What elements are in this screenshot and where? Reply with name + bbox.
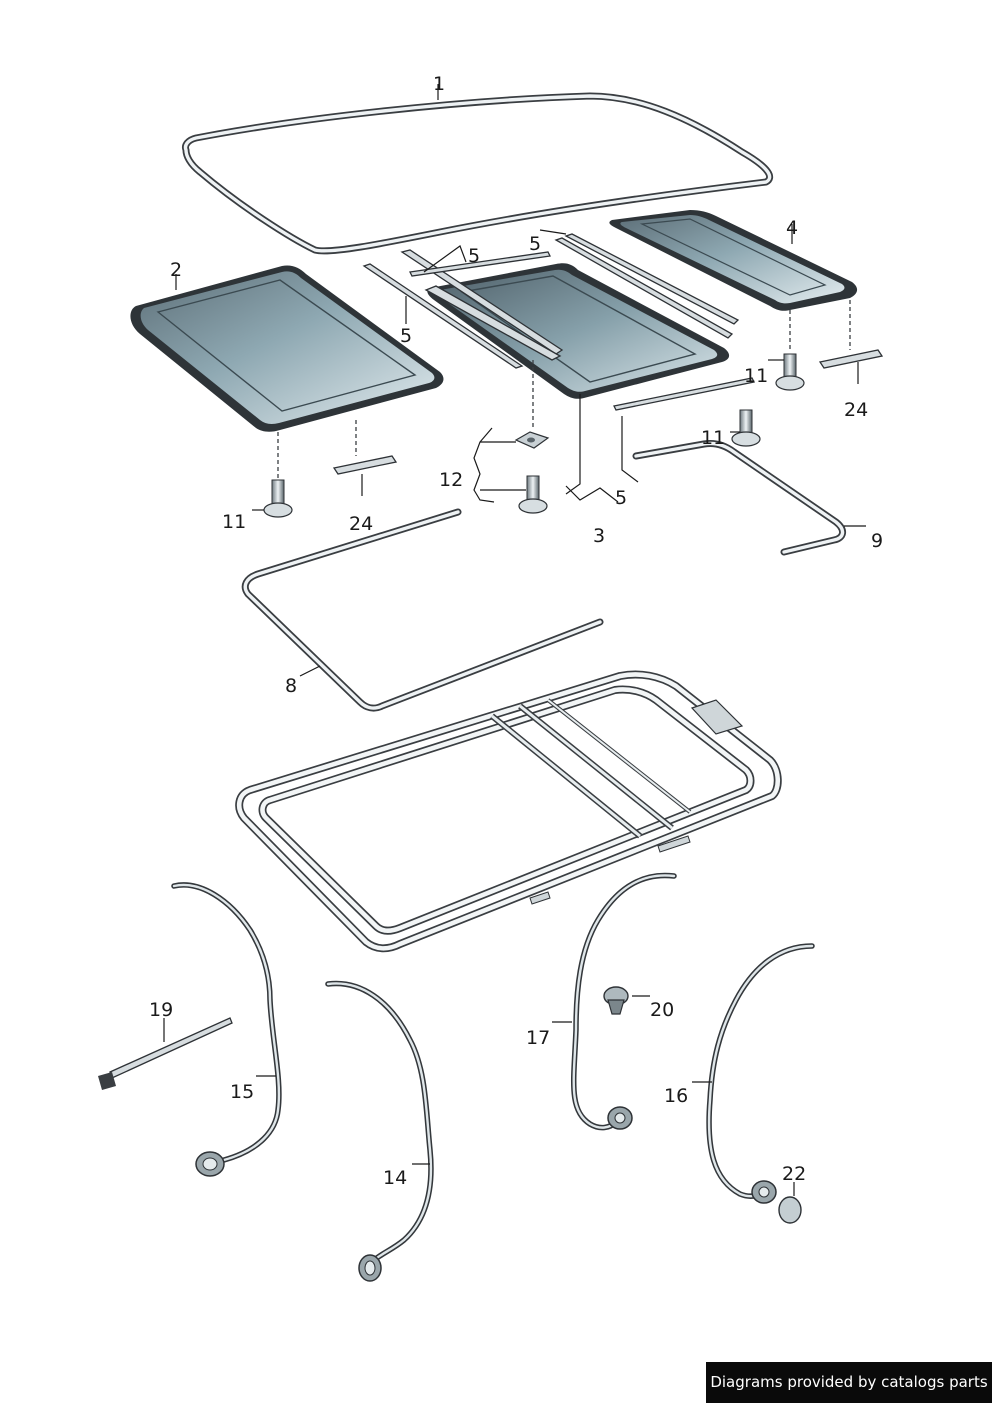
- front-seal-part-8: [241, 508, 604, 712]
- cap-part-22: [778, 1196, 802, 1224]
- callout-24-a: 24: [349, 513, 373, 535]
- callout-5-b: 5: [529, 233, 541, 255]
- clip-part-20: [603, 986, 629, 1015]
- middle-glass-panel-part-3: [427, 263, 730, 399]
- callout-11-b: 11: [744, 365, 768, 387]
- callout-8: 8: [285, 675, 297, 697]
- callout-5-a: 5: [468, 245, 480, 267]
- attribution-banner: Diagrams provided by catalogs parts: [706, 1362, 992, 1403]
- fasteners-part-11-12: [263, 300, 851, 518]
- square-nut: [514, 431, 550, 449]
- callout-24-b: 24: [844, 399, 868, 421]
- cable-tie-part-19: [98, 1017, 233, 1090]
- callout-labels: 1 2 3 4 5 5 5 5 8 9 11 11 11 11 12 14 15…: [149, 73, 883, 1189]
- drain-hose-part-14: [325, 980, 434, 1282]
- callout-15: 15: [230, 1081, 254, 1103]
- plates-part-24: [332, 349, 884, 475]
- callout-5-c: 5: [400, 325, 412, 347]
- rear-glass-panel-part-4: [609, 210, 858, 311]
- bolt-front-left: [263, 479, 293, 518]
- leader-lines: [163, 84, 866, 1196]
- roof-seal-part-1: [182, 92, 774, 255]
- callout-11-a: 11: [222, 511, 246, 533]
- callout-5-d: 5: [615, 487, 627, 509]
- bolt-middle: [518, 475, 548, 514]
- drain-hose-part-15: [171, 882, 282, 1177]
- callout-14: 14: [383, 1167, 407, 1189]
- callout-1: 1: [433, 73, 445, 95]
- bolt-rear-2: [731, 409, 761, 447]
- front-glass-panel-part-2: [130, 265, 444, 432]
- rear-seal-part-9: [632, 440, 846, 556]
- callout-4: 4: [786, 217, 798, 239]
- callout-16: 16: [664, 1085, 688, 1107]
- callout-19: 19: [149, 999, 173, 1021]
- drain-hose-part-16: [706, 943, 815, 1204]
- callout-17: 17: [526, 1027, 550, 1049]
- callout-9: 9: [871, 530, 883, 552]
- attribution-text: Diagrams provided by catalogs parts: [710, 1373, 988, 1391]
- sunroof-frame: [235, 670, 782, 953]
- callout-12: 12: [439, 469, 463, 491]
- drain-hose-part-17: [571, 872, 677, 1131]
- bolt-rear-1: [775, 353, 805, 391]
- callout-2: 2: [170, 259, 182, 281]
- callout-11-c: 11: [701, 427, 725, 449]
- callout-20: 20: [650, 999, 674, 1021]
- trim-strips-part-5: [362, 233, 755, 411]
- callout-22: 22: [782, 1163, 806, 1185]
- callout-3: 3: [593, 525, 605, 547]
